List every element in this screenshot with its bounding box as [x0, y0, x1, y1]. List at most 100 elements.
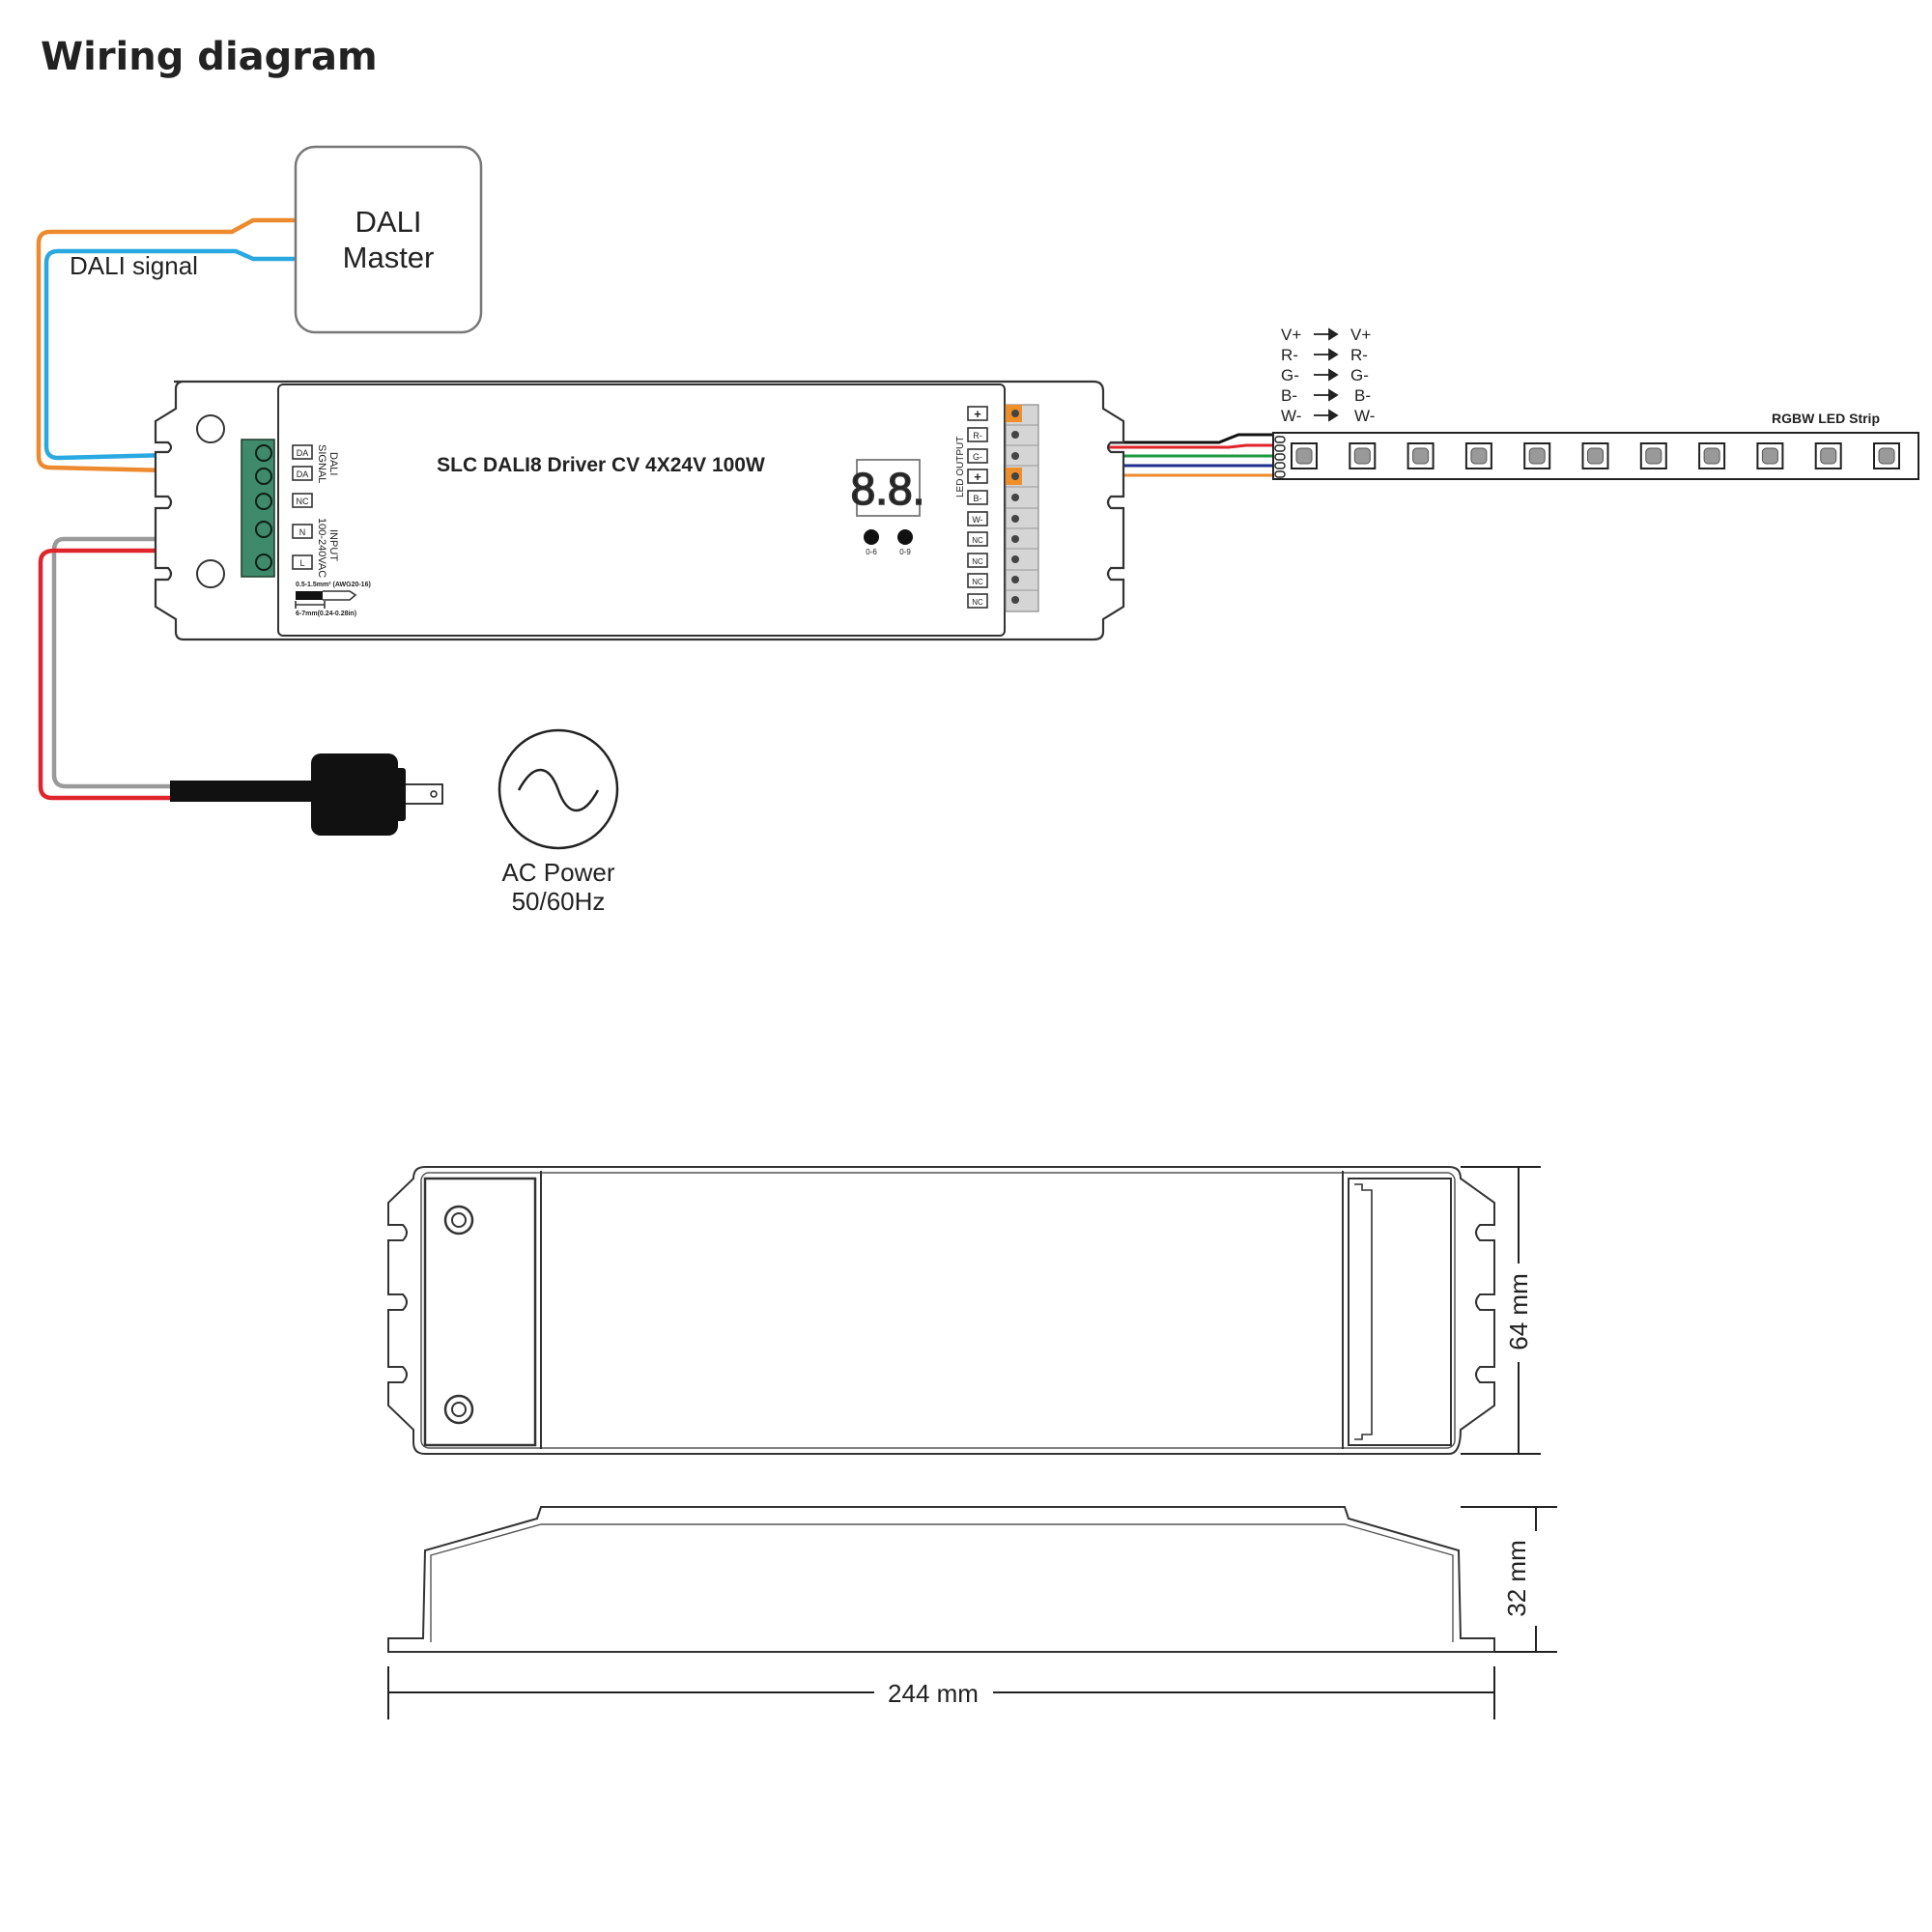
led-chip	[1349, 442, 1377, 469]
input-terminal-block	[241, 439, 275, 578]
rotary-switch-1-label: 0-6	[866, 548, 877, 556]
strip-map-from-3: G-	[1281, 366, 1299, 384]
output-terminal-label-8: NC	[972, 557, 983, 566]
input-terminal-label-n: N	[299, 527, 306, 537]
mount-hole-bottom	[196, 559, 225, 588]
dali-orange-wire	[36, 217, 298, 475]
wire-spec-label: 0.5-1.5mm² (AWG20-16)	[296, 582, 371, 588]
strip-map-from-5: W-	[1281, 407, 1301, 425]
strip-map-to-3: G-	[1350, 366, 1369, 384]
led-chip	[1698, 442, 1726, 469]
height-dimension-label: 32 mm	[1502, 1540, 1531, 1616]
plug-face	[394, 768, 406, 821]
length-dimension-label: 244 mm	[888, 1679, 979, 1708]
input-screw-5	[255, 554, 272, 571]
strip-length-black-bar	[296, 591, 323, 600]
dali-master-label-line1: DALI	[355, 205, 422, 239]
output-terminal-label-3: G-	[973, 452, 982, 462]
strip-length-wire-end	[323, 590, 357, 601]
rotary-switch-1[interactable]	[864, 529, 879, 545]
ac-power-symbol	[497, 728, 619, 850]
dimension-side-view	[387, 1506, 1495, 1653]
output-terminal-label-6: W-	[972, 515, 982, 525]
output-terminal-screws	[1011, 410, 1019, 604]
input-screw-2	[255, 468, 272, 485]
strip-map-arrows	[1314, 327, 1339, 422]
driver-top-view: DA DA NC N L DALI SIGNAL INPUT 100-240VA…	[154, 380, 1125, 641]
enclosure-right-cap	[1348, 1178, 1452, 1446]
output-terminal-label-5: B-	[974, 494, 982, 503]
plug-prongs	[406, 783, 443, 805]
height-dimension	[1461, 1506, 1557, 1653]
led-chip	[1464, 442, 1492, 469]
enclosure-top-outline	[387, 1166, 1495, 1455]
strip-length-label: 6-7mm(0.24-0.28in)	[296, 611, 356, 617]
rgbw-led-strip	[1272, 432, 1919, 480]
output-terminal-ridges	[1006, 424, 1038, 591]
width-dimension-label: 64 mm	[1504, 1273, 1533, 1350]
display-digits: 8.8.	[851, 464, 925, 514]
plug-prong-hole	[430, 790, 438, 798]
strip-map-to-4: B-	[1354, 386, 1371, 405]
sine-wave-icon	[517, 769, 600, 811]
input-terminal-label-nc: NC	[297, 497, 309, 506]
strip-solder-pads	[1274, 436, 1286, 478]
output-terminal-label-7: NC	[972, 536, 983, 545]
input-group-label-1: INPUT	[327, 529, 339, 561]
enclosure-left-cap	[423, 1177, 537, 1447]
strip-map-from-2: R-	[1281, 346, 1298, 364]
driver-label-panel	[277, 384, 1006, 637]
dali-master-box	[294, 145, 483, 334]
driver-model-name: SLC DALI8 Driver CV 4X24V 100W	[437, 454, 765, 476]
page-title: Wiring diagram	[41, 35, 378, 79]
strip-led-chips	[1291, 442, 1900, 469]
seven-segment-display	[856, 459, 921, 517]
strip-label: RGBW LED Strip	[1772, 411, 1880, 426]
dimension-top-view	[387, 1166, 1495, 1455]
input-screw-1	[255, 444, 272, 462]
input-terminal-label-l: L	[299, 558, 304, 568]
input-terminal-label-da2: DA	[297, 469, 309, 479]
strip-map-to-1: V+	[1350, 326, 1371, 344]
dali-signal-group-label-2: SIGNAL	[316, 444, 327, 483]
length-dimension	[387, 1666, 1495, 1719]
ac-power-label-line2: 50/60Hz	[512, 887, 606, 916]
led-chip	[1639, 442, 1667, 469]
mains-live-red-wire	[38, 548, 249, 801]
led-chip	[1814, 442, 1842, 469]
output-terminal-label-2: R-	[973, 431, 982, 440]
enclosure-side-outline	[387, 1506, 1495, 1653]
dali-master-label-line2: Master	[343, 241, 435, 274]
strip-map-from-4: B-	[1281, 386, 1297, 405]
dali-signal-group-label-1: DALI	[327, 452, 339, 475]
led-chip	[1291, 442, 1318, 469]
led-output-label: LED OUTPUT	[955, 437, 966, 497]
mount-hole-top	[196, 414, 225, 443]
ac-power-label-line1: AC Power	[501, 858, 614, 887]
input-screw-4	[255, 521, 272, 538]
strip-map-from-1: V+	[1281, 326, 1301, 344]
rotary-switch-2[interactable]	[897, 529, 913, 545]
led-chip	[1756, 442, 1784, 469]
power-plug	[170, 753, 443, 836]
output-terminal-label-1: +	[974, 407, 981, 421]
led-chip	[1581, 442, 1609, 469]
plug-body	[311, 753, 398, 836]
output-terminal-label-9: NC	[972, 578, 983, 586]
enclosure-screw-top	[443, 1205, 474, 1236]
led-chip	[1523, 442, 1551, 469]
plug-cable-sleeve	[170, 781, 315, 802]
dali-blue-wire	[43, 248, 298, 461]
output-terminal-label-10: NC	[972, 598, 983, 607]
enclosure-top-inner	[420, 1172, 1456, 1449]
dali-signal-label: DALI signal	[70, 251, 198, 280]
strip-map-to-5: W-	[1354, 407, 1375, 425]
input-screw-3	[255, 493, 272, 510]
led-chip	[1406, 442, 1435, 469]
width-dimension	[1461, 1166, 1541, 1455]
strip-length-arrow	[295, 601, 326, 609]
input-group-label-2: 100-240VAC	[316, 518, 327, 578]
enclosure-side-inner	[430, 1523, 1454, 1642]
rotary-switch-2-label: 0-9	[899, 548, 911, 556]
